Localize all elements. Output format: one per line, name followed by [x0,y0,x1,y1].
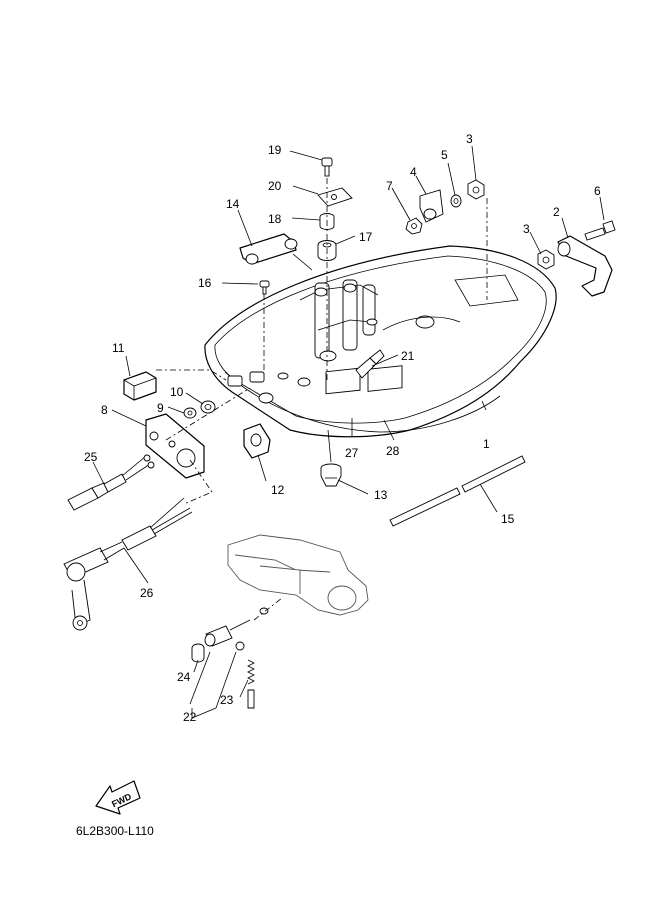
cap-24 [191,643,205,663]
callout-5: 5 [441,148,448,162]
callout-24: 24 [177,670,191,684]
washer-5 [450,194,462,208]
callout-labels: 1 2 3 3 4 5 6 7 8 9 10 11 12 13 14 15 16… [84,132,601,724]
callout-20: 20 [268,179,282,193]
nut-7 [405,217,423,235]
bracket-2 [557,235,613,297]
callout-10: 10 [170,385,184,399]
clip-4 [419,189,444,223]
callout-1: 1 [483,437,490,451]
bolt-19 [321,157,333,177]
callout-28: 28 [386,444,400,458]
callout-15: 15 [501,512,515,526]
callout-6: 6 [594,184,601,198]
callout-13: 13 [374,488,388,502]
nut-3-right [537,249,555,270]
callout-14: 14 [226,197,240,211]
grommet-12 [243,423,271,459]
callout-8: 8 [101,403,108,417]
callout-9: 9 [157,401,164,415]
callout-23: 23 [220,693,234,707]
fitting-21 [355,349,385,379]
cable-25 [67,454,155,511]
washer-9 [183,407,197,419]
drawing-code: 6L2B300-L110 [76,824,154,838]
callout-2: 2 [553,205,560,219]
callout-11: 11 [112,341,125,355]
screw-16 [259,280,270,295]
callout-12: 12 [271,483,285,497]
rod-15 [389,455,526,527]
callout-21: 21 [401,349,415,363]
bolt-6 [584,220,616,241]
callout-7: 7 [386,179,393,193]
bottom-cowling [204,245,557,438]
callout-16: 16 [198,276,212,290]
callout-26: 26 [140,586,154,600]
callout-17: 17 [359,230,373,244]
callout-3a: 3 [466,132,473,146]
cable-26 [63,497,193,631]
callout-22: 22 [183,710,197,724]
callout-18: 18 [268,212,282,226]
callout-4: 4 [410,165,417,179]
spring-23 [235,641,255,709]
fitting-22 [204,619,251,647]
callout-25: 25 [84,450,98,464]
bracket-14 [239,233,298,265]
gasket-8 [145,413,205,479]
callout-19: 19 [268,143,282,157]
grommet-10 [200,400,216,414]
callout-3b: 3 [523,222,530,236]
leader-lines [92,145,605,719]
cap-11 [123,371,157,401]
engine-outline [227,534,369,616]
callout-27: 27 [345,446,359,460]
fwd-arrow: FWD [95,780,141,815]
nut-3-upper [467,179,485,200]
plug-13 [320,463,342,487]
